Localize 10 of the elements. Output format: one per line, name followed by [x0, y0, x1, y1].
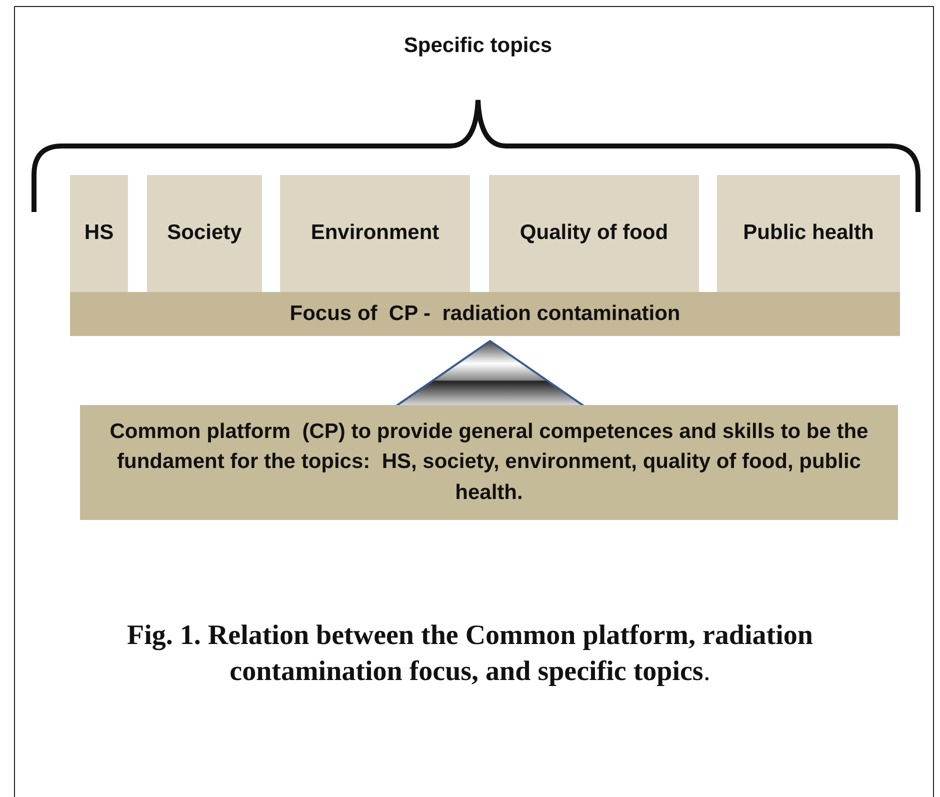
topic-box: Environment	[280, 175, 470, 292]
heading: Specific topics	[402, 34, 554, 58]
focus-bar: Focus of CP - radiation contamination	[70, 292, 900, 336]
topic-box: HS	[70, 175, 128, 292]
topic-box: Society	[147, 175, 262, 292]
platform-box: Common platform (CP) to provide general competences and skills to be the fundament for the topics: HS, society, environment, quality of food, public health.	[80, 405, 898, 520]
fulcrum-triangle	[395, 340, 585, 407]
figure-caption: Fig. 1. Relation between the Common platform, radiation contamination focus, and specific topics.	[126, 619, 814, 689]
topic-box: Public health	[717, 175, 900, 292]
topic-box: Quality of food	[489, 175, 699, 292]
